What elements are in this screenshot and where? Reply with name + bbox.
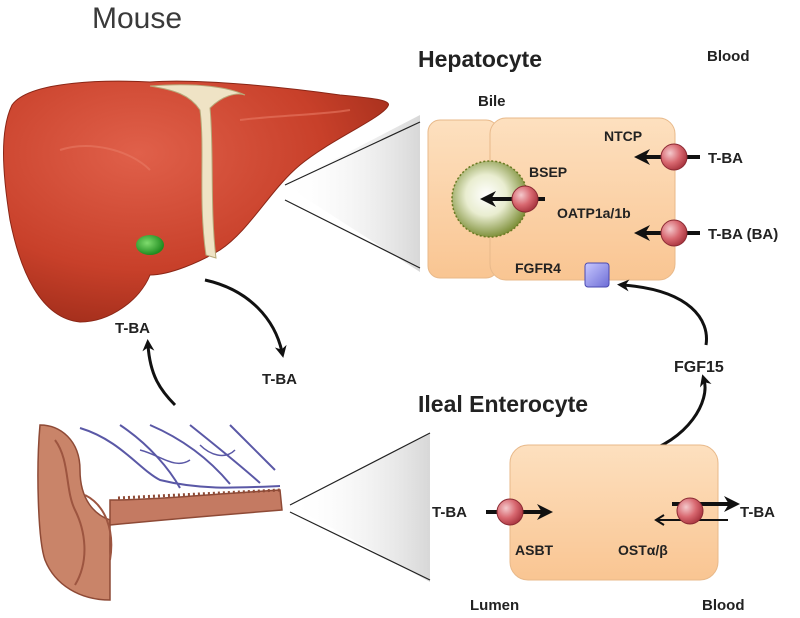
tba-left-label: T-BA [115,320,150,337]
liver-zoom-line-bottom [284,199,421,269]
asbt-transporter [496,498,524,526]
bsep-transporter [511,185,539,213]
fgf15-to-fgfr4-arrow [617,279,708,346]
ost-transporter [676,497,704,525]
enterocyte-blood-label: Blood [702,597,745,614]
ntcp-label: NTCP [604,128,642,144]
tba-into-hepatocyte: T-BA [708,150,743,167]
tba-blood-label: T-BA [740,504,775,521]
fgf15-label: FGF15 [674,359,724,376]
bsep-label: BSEP [529,164,567,180]
fgfr4-label: FGFR4 [515,260,561,276]
liver-zoom-line-top [284,121,421,186]
asbt-label: ASBT [515,542,554,558]
intestine-zoom-wedge [290,433,430,582]
ntcp-transporter [660,143,688,171]
hepatocyte-blood-label: Blood [707,48,750,65]
gallbladder [136,235,164,255]
tba-lumen-label: T-BA [432,504,467,521]
liver-zoom-wedge [285,115,420,272]
bile-label: Bile [478,93,506,110]
liver-to-intestine-arrow [204,278,287,358]
ost-influx-arrowhead [654,514,665,526]
tba-ba-into-hepatocyte: T-BA (BA) [708,226,778,243]
hepatocyte-heading: Hepatocyte [418,46,542,72]
enterocyte-heading: Ileal Enterocyte [418,391,588,417]
tba-right-label: T-BA [262,371,297,388]
intestine-zoom-line-bottom [289,511,431,581]
intestine-zoom-line-top [289,432,431,506]
intestine-to-liver-arrow [142,339,177,407]
ost-label: OSTα/β [618,542,668,558]
oatp-transporter [660,219,688,247]
lumen-label: Lumen [470,597,519,614]
enterocyte-to-fgf15-arrow [637,374,712,457]
intestine-illustration [37,424,283,601]
oatp-label: OATP1a/1b [557,205,631,221]
liver-illustration [3,80,389,323]
figure-title: Mouse [92,2,182,35]
fgfr4-receptor [584,262,610,288]
